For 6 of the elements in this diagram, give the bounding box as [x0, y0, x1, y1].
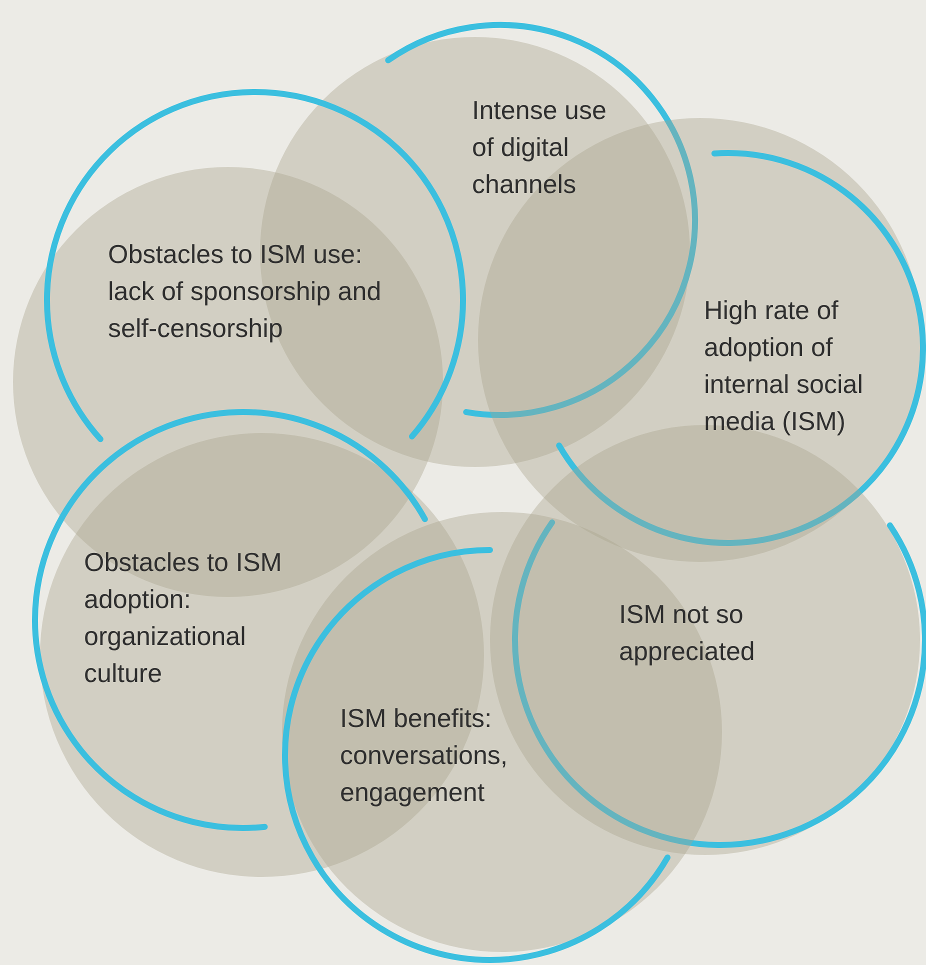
circle-text: High rate of adoption of internal social media (ISM)	[704, 294, 864, 438]
circle-text: Obstacles to ISM adoption: organizational culture	[84, 546, 283, 690]
circle-text: ISM not so appreciated	[619, 598, 756, 668]
circle-text: Intense use of digital channels	[472, 94, 608, 201]
circle-text: Obstacles to ISM use: lack of sponsorship and self-censorship	[108, 238, 382, 345]
circle-text: ISM benefits: conversations, engagement	[340, 702, 509, 809]
